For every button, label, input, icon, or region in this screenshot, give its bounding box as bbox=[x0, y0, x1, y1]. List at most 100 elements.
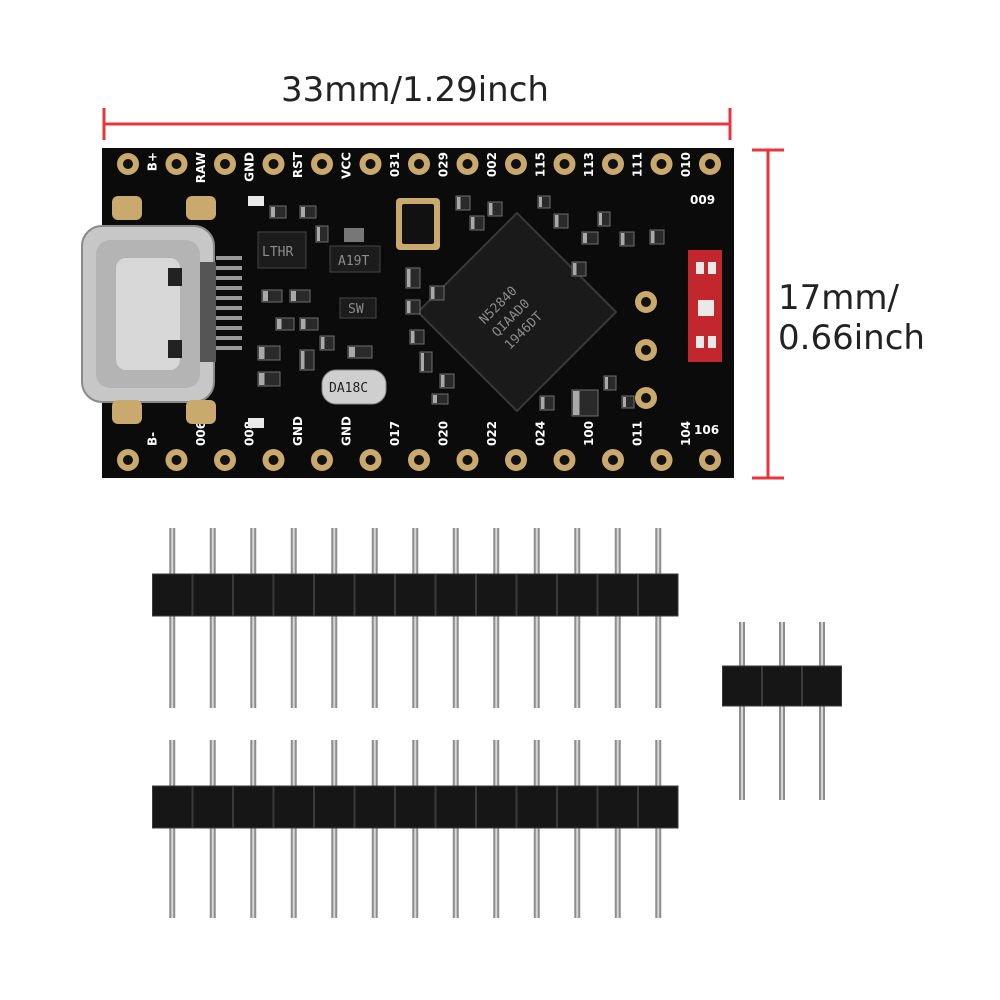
crystal-oscillator: DA18C bbox=[321, 369, 387, 405]
smd-terminal bbox=[411, 331, 415, 343]
pin-hole bbox=[559, 159, 570, 169]
header-block bbox=[597, 785, 638, 829]
usb-c-connector bbox=[81, 225, 216, 403]
header-pin-highlight bbox=[535, 740, 538, 918]
top-pin-label: RST bbox=[291, 151, 305, 178]
header-block bbox=[354, 785, 395, 829]
header-block bbox=[638, 573, 679, 617]
led bbox=[248, 196, 264, 206]
red-jumper-pad bbox=[688, 250, 722, 362]
pin-hole bbox=[317, 159, 327, 169]
header-block bbox=[233, 573, 274, 617]
bottom-pin-label: 100 bbox=[582, 421, 596, 446]
smd-terminal bbox=[555, 215, 559, 227]
header-block bbox=[557, 573, 598, 617]
top-pin-label: VCC bbox=[339, 152, 353, 179]
bottom-pin-row bbox=[117, 449, 721, 471]
pin-hole bbox=[462, 455, 473, 465]
pin-hole bbox=[123, 159, 133, 169]
header-block bbox=[802, 665, 842, 707]
smd-terminal bbox=[349, 347, 355, 357]
smd-terminal bbox=[301, 207, 305, 217]
small-chip: SW bbox=[339, 297, 377, 319]
smd-terminal bbox=[599, 213, 602, 225]
smd-terminal bbox=[271, 207, 275, 217]
led bbox=[248, 418, 264, 428]
regulator-label: A19T bbox=[338, 254, 369, 269]
mount-pad bbox=[112, 196, 142, 220]
smd-terminal bbox=[433, 395, 437, 403]
pin-hole bbox=[268, 159, 279, 169]
side-pad-hole bbox=[641, 345, 651, 355]
smd-terminal bbox=[421, 353, 424, 371]
pin-hole bbox=[123, 455, 133, 465]
top-pin-label: 002 bbox=[485, 152, 499, 177]
header-block bbox=[233, 785, 274, 829]
smd-terminal bbox=[301, 319, 306, 329]
pin-hole bbox=[656, 159, 667, 169]
inductor: LTHR bbox=[257, 231, 307, 269]
top-pin-label: RAW bbox=[194, 152, 208, 183]
smd-terminal bbox=[431, 287, 435, 299]
crystal-label: DA18C bbox=[329, 381, 368, 396]
bottom-pin-label: 022 bbox=[485, 421, 499, 446]
mount-pad bbox=[186, 196, 216, 220]
top-pin-row bbox=[117, 153, 721, 175]
header-block bbox=[516, 785, 557, 829]
pin-hole bbox=[365, 159, 376, 169]
pin-hole bbox=[414, 159, 424, 169]
header-block bbox=[152, 573, 193, 617]
header-pin-highlight bbox=[576, 740, 579, 918]
header-pin-highlight bbox=[454, 528, 457, 708]
header-block bbox=[152, 785, 193, 829]
header-pin-highlight bbox=[616, 740, 619, 918]
bottom-pin-label: 011 bbox=[630, 421, 644, 446]
bottom-pin-label: 017 bbox=[388, 421, 402, 446]
top-pin-label: GND bbox=[242, 152, 256, 182]
header-pin-highlight bbox=[211, 740, 214, 918]
header-block bbox=[192, 573, 233, 617]
smd-terminal bbox=[573, 391, 580, 415]
smd-component bbox=[431, 393, 449, 405]
side-pad-hole bbox=[641, 297, 651, 307]
pin-hole bbox=[656, 455, 667, 465]
mount-pad bbox=[112, 400, 142, 424]
width-dimension-label: 33mm/1.29inch bbox=[281, 70, 549, 110]
header-pin-highlight bbox=[171, 740, 174, 918]
smd-terminal bbox=[321, 337, 325, 349]
smd-terminal bbox=[407, 269, 411, 287]
header-pin-highlight bbox=[292, 528, 295, 708]
pin-hole bbox=[608, 455, 618, 465]
smd-terminal bbox=[471, 217, 475, 229]
pin-hole bbox=[705, 455, 715, 465]
smd-terminal bbox=[263, 291, 268, 301]
top-pin-label: 029 bbox=[436, 152, 450, 177]
header-block bbox=[395, 573, 436, 617]
pin-hole bbox=[365, 455, 376, 465]
crystal-top bbox=[396, 198, 440, 250]
bottom-pin-label: 020 bbox=[436, 421, 450, 446]
header-block bbox=[354, 573, 395, 617]
bottom-pin-label: 024 bbox=[533, 421, 547, 446]
header-block bbox=[273, 785, 314, 829]
header-pin-highlight bbox=[373, 740, 376, 918]
header-block bbox=[314, 785, 355, 829]
header-pin-highlight bbox=[454, 740, 457, 918]
height-dimension-label: 17mm/ 0.66inch bbox=[778, 278, 925, 358]
short-header bbox=[722, 622, 842, 800]
smd-terminal bbox=[301, 351, 305, 369]
header-pin-highlight bbox=[535, 528, 538, 708]
bottom-pin-label: 006 bbox=[194, 421, 208, 446]
header-block bbox=[273, 573, 314, 617]
regulator-chip: A19T bbox=[329, 228, 381, 273]
pin-hole bbox=[511, 455, 521, 465]
header-pin-highlight bbox=[495, 740, 498, 918]
pin-hole bbox=[268, 455, 279, 465]
header-pin-highlight bbox=[333, 528, 336, 708]
header-pin-highlight bbox=[373, 528, 376, 708]
header-pin-highlight bbox=[657, 528, 660, 708]
small-chip-label: SW bbox=[348, 302, 364, 317]
